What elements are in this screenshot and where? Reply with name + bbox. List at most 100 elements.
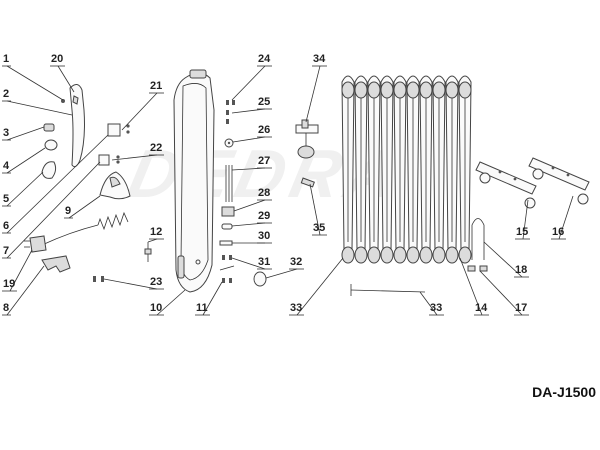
leader-line — [156, 289, 186, 316]
part-cap — [43, 123, 55, 132]
callout-label: 14 — [475, 302, 488, 314]
leader-line — [6, 265, 45, 316]
callout-label: 27 — [258, 155, 271, 167]
callout-label: 18 — [515, 264, 528, 276]
callout-label: 34 — [313, 53, 326, 65]
leader-lines — [2, 65, 574, 316]
leader-line — [231, 167, 266, 171]
radiator-fin — [380, 75, 394, 264]
callout-label: 16 — [552, 226, 565, 238]
part-power-cord — [41, 224, 99, 246]
leader-line — [233, 199, 266, 212]
callout-label: 2 — [3, 88, 10, 100]
radiator-fin — [419, 75, 433, 264]
part-switch — [98, 154, 110, 166]
radiator-fin — [367, 75, 381, 264]
radiator-fin — [341, 75, 355, 264]
part-screws-25 — [226, 110, 229, 124]
part-handle-grip — [69, 84, 85, 168]
part-thermostat — [107, 123, 121, 137]
part-u-bracket — [471, 218, 485, 260]
leader-line — [459, 257, 483, 316]
callout-label: 19 — [3, 278, 16, 290]
callout-label: 1 — [3, 53, 10, 65]
leader-line — [419, 291, 438, 316]
leader-line — [6, 100, 73, 116]
part-plug — [29, 235, 47, 253]
radiator-fin — [458, 75, 472, 264]
leader-line — [558, 195, 574, 240]
part-block — [221, 206, 235, 217]
callout-label: 15 — [516, 226, 529, 238]
leader-line — [147, 238, 158, 243]
part-clip-29 — [221, 223, 233, 230]
callout-label: 31 — [258, 256, 271, 268]
callout-label: 4 — [3, 160, 10, 172]
radiator-fin — [354, 75, 368, 264]
part-screws-23 — [93, 276, 104, 282]
callout-label: 25 — [258, 96, 271, 108]
radiator-fin — [393, 75, 407, 264]
leader-line — [483, 241, 523, 278]
leader-line — [57, 65, 75, 93]
callout-label: 28 — [258, 187, 271, 199]
callout-label: 6 — [3, 220, 10, 232]
part-screws-31 — [222, 255, 232, 283]
part-nuts-17 — [467, 265, 488, 272]
callout-label: 5 — [3, 193, 10, 205]
part-disc — [253, 271, 267, 287]
leader-line — [522, 199, 529, 240]
leader-line — [231, 222, 266, 227]
leader-line — [6, 171, 44, 207]
callout-label: 11 — [196, 302, 208, 314]
callout-label: 20 — [51, 53, 64, 65]
callout-label: 26 — [258, 124, 271, 136]
leader-line — [6, 65, 64, 101]
leader-line — [296, 257, 344, 316]
leader-line — [103, 278, 158, 290]
callout-label: 30 — [258, 230, 271, 242]
part-bracket — [41, 255, 71, 273]
callout-label: 23 — [150, 276, 163, 288]
callout-label: 29 — [258, 210, 271, 222]
part-thermostat-34 — [295, 119, 319, 159]
leader-line — [6, 134, 109, 234]
leader-line — [232, 136, 266, 143]
leader-line — [6, 161, 101, 259]
callout-label: 35 — [313, 222, 326, 234]
leader-line — [121, 92, 158, 131]
radiator-fin — [445, 75, 459, 264]
leader-line — [6, 126, 45, 141]
leader-line — [265, 268, 298, 279]
model-number: DA-J1500 — [532, 384, 596, 400]
callout-label: 24 — [258, 53, 271, 65]
part-knob-4 — [44, 139, 58, 151]
callout-label: 33 — [290, 302, 303, 314]
leader-line — [309, 183, 321, 236]
leader-line — [111, 154, 158, 161]
part-foot-16 — [528, 157, 590, 205]
radiator-fin — [432, 75, 446, 264]
callout-label: 12 — [150, 226, 163, 238]
leader-line — [231, 65, 266, 101]
leader-line — [202, 281, 223, 316]
leader-line — [6, 147, 46, 174]
callout-label: 9 — [65, 205, 72, 217]
part-knob-5 — [41, 161, 57, 179]
part-screws-24 — [226, 100, 235, 105]
part-heating-rod — [225, 165, 233, 202]
part-foot-15 — [475, 161, 537, 209]
leader-line — [305, 65, 321, 123]
callout-label: 7 — [3, 245, 10, 257]
leader-line — [231, 108, 266, 114]
callout-label: 10 — [150, 302, 163, 314]
part-clip-30 — [219, 240, 233, 246]
leader-line — [231, 257, 266, 270]
leader-line — [479, 270, 523, 316]
callout-label: 17 — [515, 302, 528, 314]
radiator-body — [341, 75, 472, 264]
callout-label: 8 — [3, 302, 10, 314]
callout-label: 33 — [430, 302, 443, 314]
